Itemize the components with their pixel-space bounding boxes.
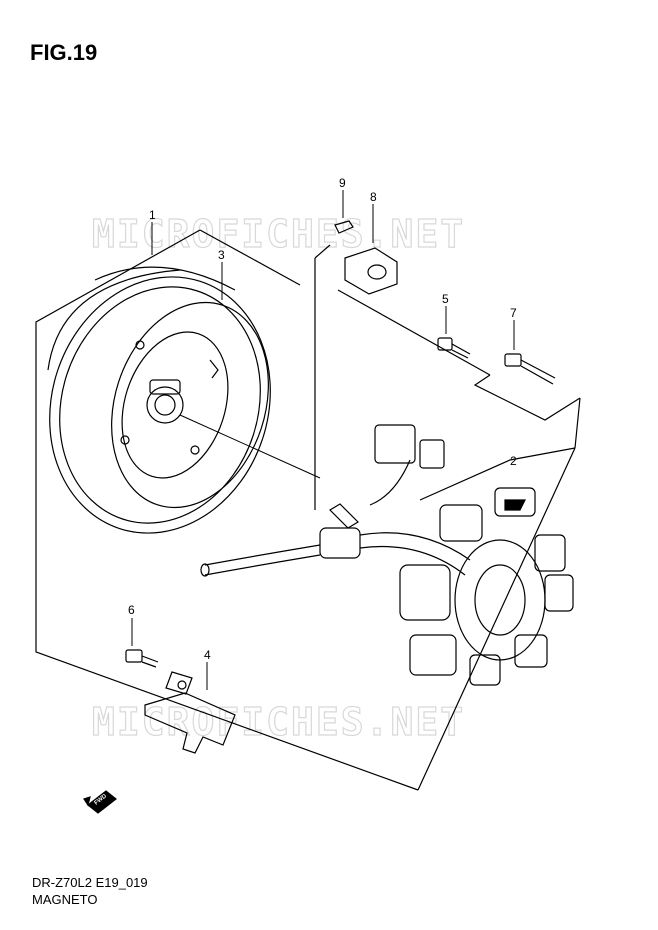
flywheel-nut <box>344 204 398 295</box>
figure-name: MAGNETO <box>32 892 98 907</box>
callout-9: 9 <box>339 176 346 190</box>
flywheel-rotor <box>47 266 271 534</box>
assembly-boundary <box>35 229 581 791</box>
model-code: DR-Z70L2 E19_019 <box>32 875 148 890</box>
watermark-bottom: MICROFICHES.NET <box>92 700 465 744</box>
fwd-arrow-icon <box>83 790 117 814</box>
wire-harness <box>200 424 471 577</box>
callout-7: 7 <box>510 306 517 320</box>
wire-clamp <box>144 662 236 754</box>
callout-6: 6 <box>128 603 135 617</box>
figure-title: FIG.19 <box>30 40 98 65</box>
stator <box>399 487 574 686</box>
callout-4: 4 <box>204 648 211 662</box>
woodruff-key <box>334 190 354 234</box>
callout-8: 8 <box>370 190 377 204</box>
watermark-top: MICROFICHES.NET <box>92 212 465 256</box>
callout-5: 5 <box>442 292 449 306</box>
screw-6 <box>125 618 159 668</box>
callout-2: 2 <box>510 454 517 468</box>
screw-5 <box>437 306 471 359</box>
callout-3: 3 <box>218 248 225 262</box>
bolt-7 <box>504 320 556 385</box>
callout-1: 1 <box>149 208 156 222</box>
